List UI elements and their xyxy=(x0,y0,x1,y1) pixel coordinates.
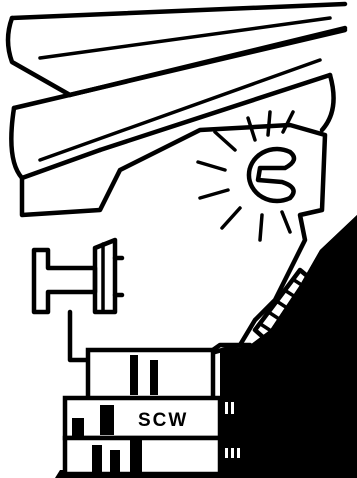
unit-label: SCW xyxy=(138,410,188,431)
scw-unit: SCW xyxy=(65,350,240,474)
